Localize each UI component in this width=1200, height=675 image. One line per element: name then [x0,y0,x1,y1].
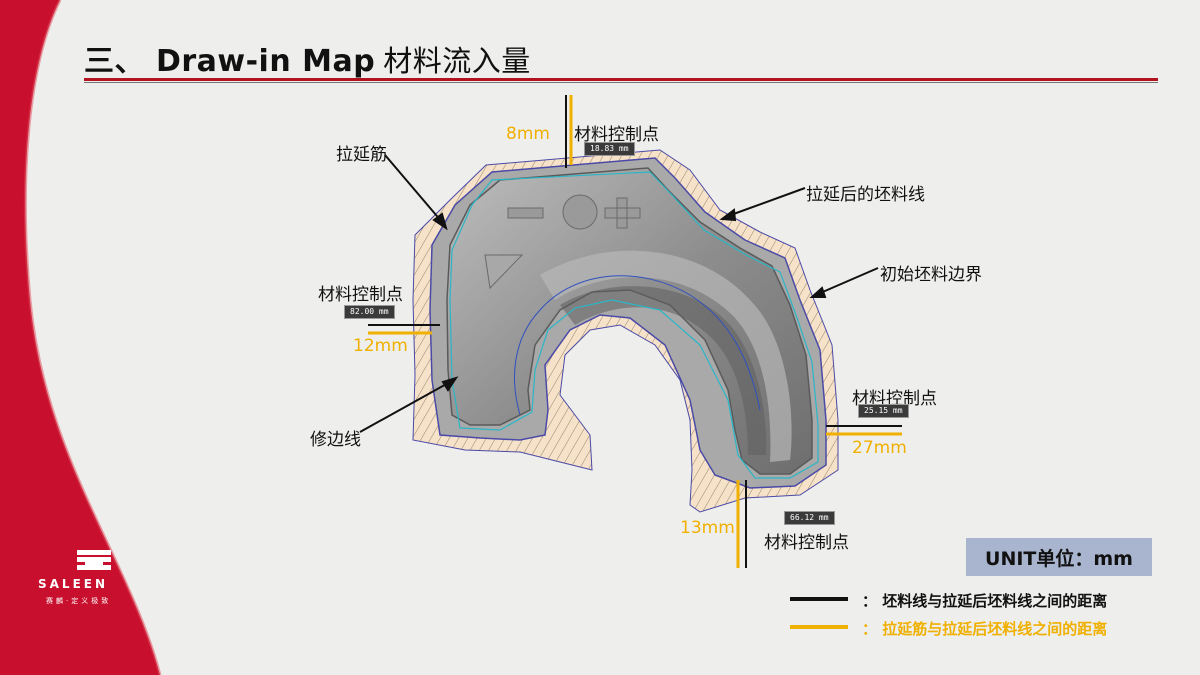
part-inner-ridge [540,250,792,462]
part-circle-feature [562,194,598,230]
brand-slogan: 赛麟·定义极致 [46,597,112,605]
arrow-initial-boundary [817,267,879,295]
legend-black-line [790,597,848,601]
label-initial-boundary: 初始坯料边界 [880,265,982,285]
stamped-part [446,167,813,475]
label-control-point-top: 材料控制点 [574,125,659,145]
measure-right [826,425,902,436]
trim-line [449,171,819,479]
arrow-post-draw [727,187,806,217]
label-control-point-bottom: 材料控制点 [764,533,849,553]
part-minus-feature [507,207,544,219]
legend-yellow-text: ： 拉延筋与拉延后坯料线之间的距离 [862,618,1107,639]
label-trim-line: 修边线 [310,430,361,450]
legend-black-marker: ： [862,592,878,610]
tag-right: 25.15 mm [858,404,909,418]
tag-left: 82.00 mm [344,305,395,319]
arrow-trim-line [359,381,451,433]
dim-left: 12mm [353,336,408,356]
title-divider-thin [84,82,1158,83]
unit-badge: UNIT单位：mm [966,538,1152,576]
label-draw-bead: 拉延筋 [336,145,387,165]
label-control-point-left: 材料控制点 [318,285,403,305]
dim-top: 8mm [506,124,550,144]
legend-yellow-marker: ： [862,620,878,638]
part-inner-channel [560,286,767,455]
deformation-line [514,275,761,416]
saleen-logo-icon [77,550,111,570]
dim-bottom: 13mm [680,518,735,538]
measure-bottom [736,480,747,568]
part-triangle-feature [484,254,524,290]
tag-bottom: 66.12 mm [784,511,835,525]
measure-top [565,95,573,168]
title-cn: 材料流入量 [383,44,531,78]
brand-name: SALEEN [38,577,109,591]
title-en: 三、 Draw-in Map [84,44,376,79]
arrow-draw-bead [384,154,443,223]
legend-yellow-line [790,625,848,629]
part-plus-feature [604,197,641,229]
measure-left [368,324,440,335]
tag-top: 18.83 mm [584,142,635,156]
legend-black-label: 坯料线与拉延后坯料线之间的距离 [882,592,1108,610]
legend-yellow-label: 拉延筋与拉延后坯料线之间的距离 [882,620,1108,638]
dim-right: 27mm [852,438,907,458]
title-divider [84,78,1158,81]
label-post-draw-line: 拉延后的坯料线 [806,185,925,205]
legend-black-text: ： 坯料线与拉延后坯料线之间的距离 [862,590,1107,611]
